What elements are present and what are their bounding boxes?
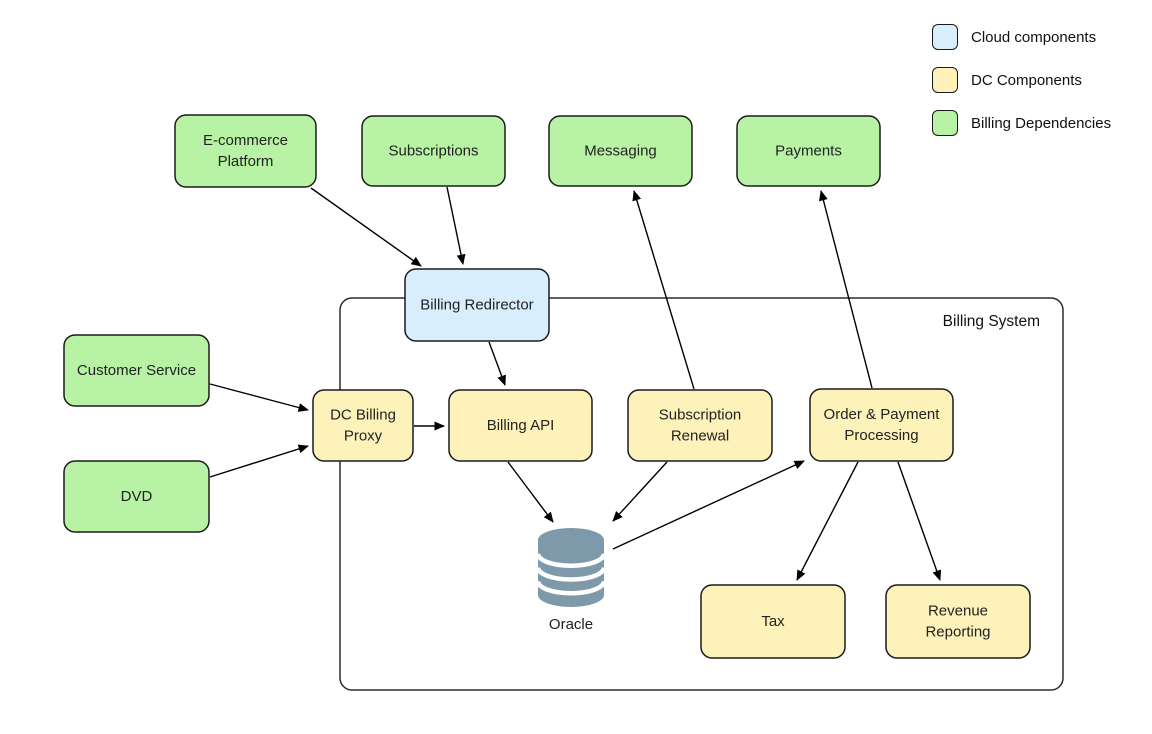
legend-label: DC Components — [971, 71, 1082, 89]
edge-customer-service-dc-billing-proxy — [209, 383, 309, 412]
node-label: Revenue — [928, 603, 988, 620]
legend-item-dc: DC Components — [932, 67, 1111, 93]
legend-label: Billing Dependencies — [971, 114, 1112, 132]
node-payments: Payments — [736, 115, 881, 187]
oracle-database-icon: Oracle — [535, 528, 607, 633]
container-label: Billing System — [943, 313, 1040, 330]
node-label: Customer Service — [77, 362, 196, 379]
node-label: E-commerce — [203, 132, 288, 149]
edge-billing-api-oracle — [507, 461, 554, 523]
legend: Cloud components DC Components Billing D… — [932, 24, 1111, 153]
edge-subscription-renewal-oracle — [612, 461, 668, 522]
dc-swatch-icon — [932, 67, 958, 93]
node-label: Billing Redirector — [420, 297, 533, 314]
node-label: Proxy — [344, 428, 383, 445]
legend-item-cloud: Cloud components — [932, 24, 1111, 50]
node-label: Billing API — [487, 417, 555, 434]
cloud-swatch-icon — [932, 24, 958, 50]
legend-label: Cloud components — [971, 28, 1097, 46]
edge-billing-redirector-billing-api — [488, 341, 506, 386]
node-label: Payments — [775, 143, 842, 160]
node-tax: Tax — [700, 584, 846, 659]
node-label: Tax — [761, 613, 785, 630]
node-label: Order & Payment — [824, 406, 941, 423]
edge-order-payment-processing-payments — [819, 190, 873, 389]
billing-system-container: Billing System — [339, 297, 1064, 691]
node-messaging: Messaging — [548, 115, 693, 187]
edge-order-payment-processing-revenue-reporting — [897, 461, 942, 581]
edge-ecommerce-platform-billing-redirector — [310, 187, 422, 267]
node-label: Subscriptions — [388, 143, 478, 160]
node-subscriptions: Subscriptions — [361, 115, 506, 187]
edge-order-payment-processing-tax — [796, 461, 859, 581]
node-label: Processing — [844, 427, 918, 444]
node-label: Renewal — [671, 428, 729, 445]
edge-dvd-dc-billing-proxy — [209, 444, 309, 478]
edge-oracle-order-payment-processing — [612, 460, 805, 550]
node-customer-service: Customer Service — [63, 334, 210, 407]
node-label: Reporting — [925, 624, 990, 641]
edge-subscriptions-billing-redirector — [446, 186, 466, 265]
legend-item-dependency: Billing Dependencies — [932, 110, 1111, 136]
node-label: Platform — [218, 153, 274, 170]
node-label: DC Billing — [330, 407, 396, 424]
node-label: DVD — [121, 488, 153, 505]
node-dvd: DVD — [63, 460, 210, 533]
node-billing-redirector: Billing Redirector — [404, 268, 550, 342]
edge-subscription-renewal-messaging — [632, 190, 695, 390]
oracle-label: Oracle — [549, 616, 593, 633]
dependency-swatch-icon — [932, 110, 958, 136]
node-label: Messaging — [584, 143, 657, 160]
node-billing-api: Billing API — [448, 389, 593, 462]
node-label: Subscription — [659, 407, 742, 424]
